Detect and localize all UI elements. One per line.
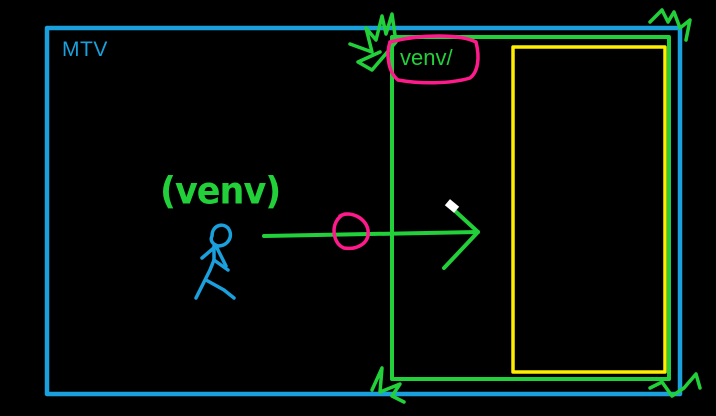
arrow-head xyxy=(442,208,480,270)
person-figure xyxy=(194,223,236,300)
scribble-top-right xyxy=(648,8,692,42)
mtv-label: MTV xyxy=(62,38,108,61)
scribble-bottom-left xyxy=(370,366,406,404)
venv-dir-label: venv/ xyxy=(400,45,453,70)
arrow-marker-circle xyxy=(332,212,370,251)
inner-box xyxy=(511,45,667,374)
mtv-box xyxy=(44,25,683,397)
person-arms xyxy=(200,244,228,268)
venv-box xyxy=(390,35,671,381)
venv-label-highlight xyxy=(386,34,480,85)
person-legs xyxy=(204,258,236,300)
pointer-icon xyxy=(444,199,460,213)
scribble-marks xyxy=(348,8,702,404)
scribble-top-left xyxy=(348,12,398,72)
arrow xyxy=(262,208,480,270)
person-body xyxy=(194,244,216,300)
arrow-shaft xyxy=(262,230,480,238)
scribble-bottom-right xyxy=(648,372,702,398)
person-head xyxy=(209,223,233,248)
venv-activated-label: (venv) xyxy=(160,170,281,214)
